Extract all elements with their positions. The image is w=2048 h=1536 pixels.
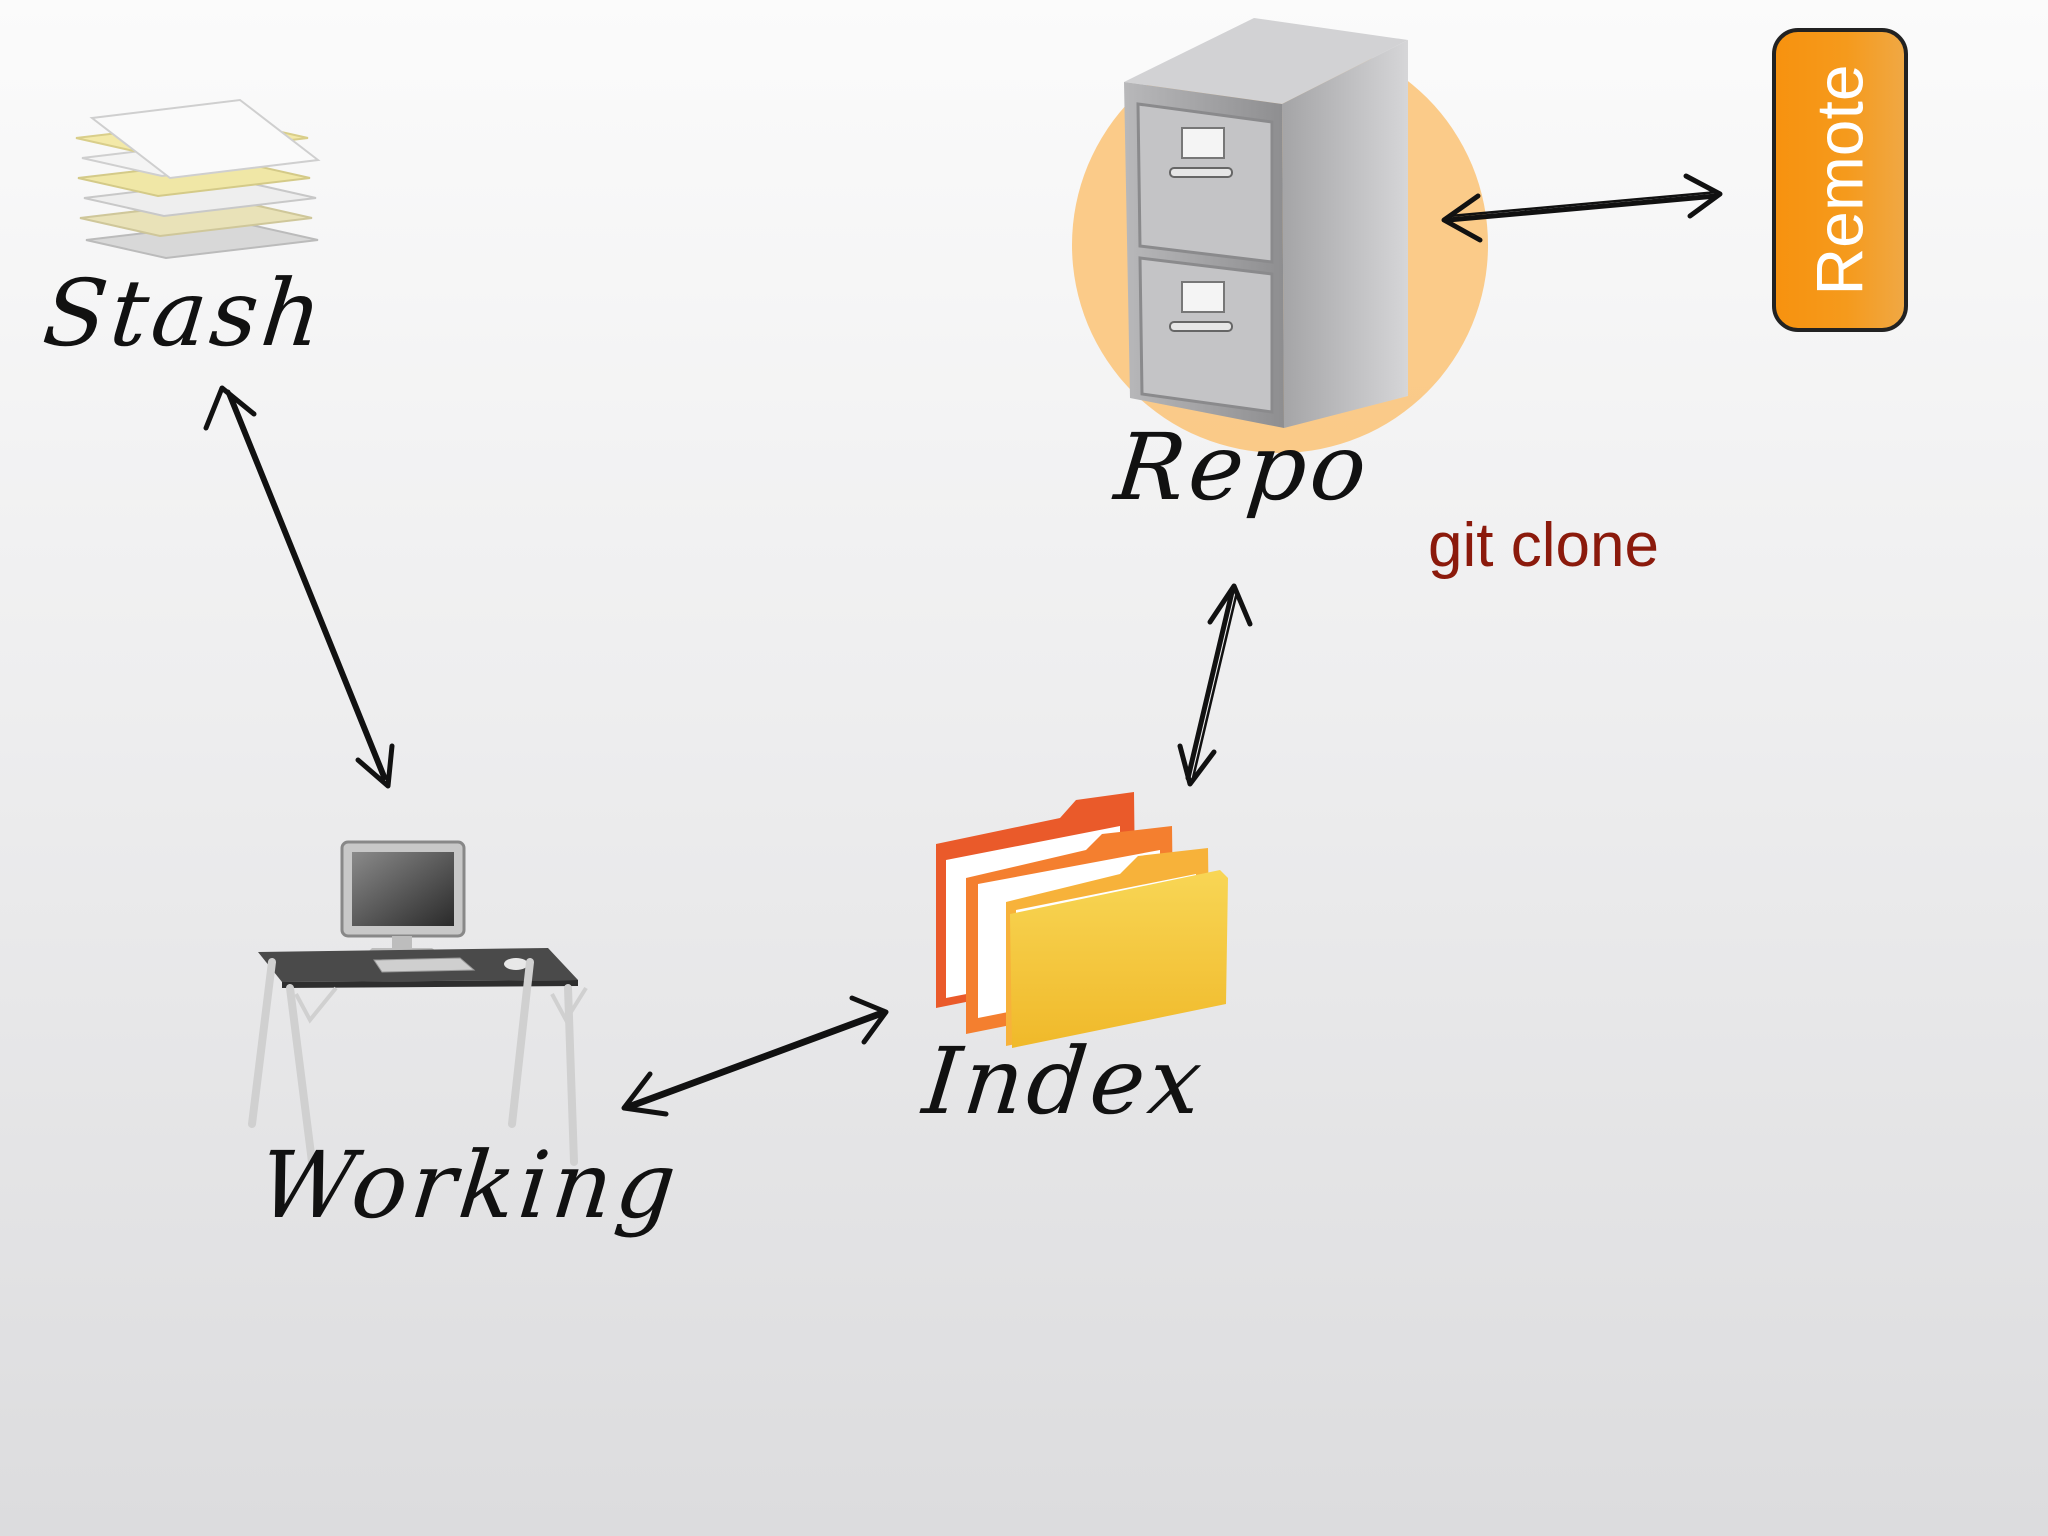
filing-cabinet-icon [1072, 18, 1488, 453]
working-index-arrow [621, 995, 889, 1117]
index-label: Index [918, 1028, 1211, 1135]
repo-remote-arrow [1441, 173, 1723, 243]
stash-label: Stash [38, 260, 331, 367]
folders-icon [936, 792, 1228, 1048]
git-clone-command: git clone [1428, 511, 1659, 580]
index-repo-arrow [1177, 583, 1253, 787]
connector-arrows [203, 173, 1723, 1117]
remote-box: Remote [1772, 28, 1908, 332]
paper-stack-icon [75, 98, 321, 260]
remote-label: Remote [1803, 64, 1878, 296]
repo-label: Repo [1110, 414, 1376, 521]
computer-desk-icon [248, 840, 588, 1166]
working-label: Working [254, 1132, 685, 1239]
stash-working-arrow [203, 385, 395, 789]
